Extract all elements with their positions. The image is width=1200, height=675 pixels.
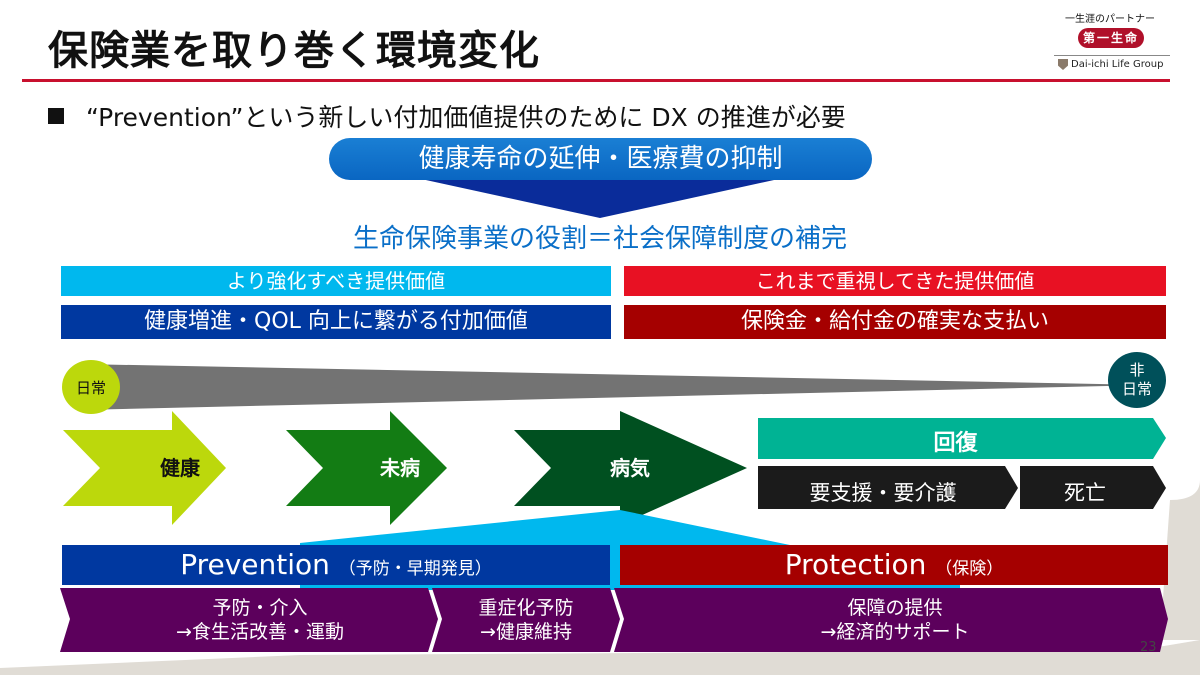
value-header-strengthen: より強化すべき提供価値 bbox=[61, 266, 611, 296]
page-title: 保険業を取り巻く環境変化 bbox=[48, 28, 540, 74]
service-prevention-line2: →食生活改善・運動 bbox=[176, 621, 344, 643]
prevention-sub: （予防・早期発見） bbox=[338, 559, 492, 579]
service-severity-line1: 重症化予防 bbox=[478, 597, 574, 619]
outcome-care: 要支援・要介護 bbox=[809, 481, 957, 505]
goal-pill: 健康寿命の延伸・医療費の抑制 bbox=[329, 138, 872, 180]
logo-divider bbox=[1054, 55, 1170, 56]
logo-group-text: Dai-ichi Life Group bbox=[1071, 59, 1164, 70]
logo-group: Dai-ichi Life Group bbox=[1058, 59, 1163, 70]
protection-label: Protection bbox=[784, 548, 927, 581]
spectrum-start-label: 日常 bbox=[75, 378, 106, 397]
prevention-label: Prevention bbox=[180, 548, 330, 581]
value-header-traditional: これまで重視してきた提供価値 bbox=[624, 266, 1166, 296]
service-chevron-severity bbox=[432, 588, 620, 652]
stage-label-healthy: 健康 bbox=[160, 456, 200, 480]
prevention-bar: Prevention （予防・早期発見） bbox=[62, 545, 610, 585]
logo-badge: 第一生命 bbox=[1078, 28, 1144, 48]
outcome-recovery: 回復 bbox=[933, 431, 978, 456]
stage-arrows bbox=[63, 411, 747, 525]
protection-bar: Protection （保険） bbox=[620, 545, 1168, 585]
death-chevron bbox=[1020, 466, 1166, 509]
spectrum-end-label-1: 非 bbox=[1129, 361, 1145, 379]
spectrum-start-circle: 日常 bbox=[62, 360, 120, 414]
goal-arrow bbox=[380, 170, 820, 218]
page-number: 23 bbox=[1140, 640, 1157, 655]
service-chevrons bbox=[60, 588, 1168, 652]
protection-sub: （保険） bbox=[935, 559, 1004, 579]
service-prevention-line1: 予防・介入 bbox=[212, 597, 308, 619]
outcome-shapes bbox=[758, 418, 1166, 509]
logo-tagline: 一生涯のパートナー bbox=[1065, 14, 1155, 25]
service-chevron-protection bbox=[614, 588, 1168, 652]
shield-icon bbox=[1058, 59, 1068, 70]
service-prevention: 予防・介入 →食生活改善・運動 bbox=[100, 596, 420, 644]
service-chevron-prevention bbox=[60, 588, 438, 652]
recovery-chevron bbox=[758, 418, 1166, 459]
spectrum-end-label-2: 日常 bbox=[1121, 380, 1152, 398]
care-chevron bbox=[758, 466, 1018, 509]
service-protection: 保障の提供 →経済的サポート bbox=[640, 596, 1150, 644]
spectrum-end-circle: 非 日常 bbox=[1108, 352, 1166, 408]
stage-arrow-illness bbox=[514, 411, 747, 525]
bullet-text: “Prevention”という新しい付加価値提供のために DX の推進が必要 bbox=[86, 103, 846, 132]
outcome-death: 死亡 bbox=[1064, 481, 1106, 505]
spectrum-wedge bbox=[80, 364, 1150, 410]
service-protection-line1: 保障の提供 bbox=[847, 597, 943, 619]
service-protection-line2: →経済的サポート bbox=[820, 621, 970, 643]
value-body-traditional: 保険金・給付金の確実な支払い bbox=[624, 305, 1166, 339]
stage-arrow-healthy bbox=[63, 411, 226, 525]
service-severity: 重症化予防 →健康維持 bbox=[446, 596, 606, 644]
stage-arrow-presymptomatic bbox=[286, 411, 447, 525]
bullet-point: “Prevention”という新しい付加価値提供のために DX の推進が必要 bbox=[48, 98, 846, 134]
stage-label-illness: 病気 bbox=[610, 456, 650, 480]
service-severity-line2: →健康維持 bbox=[480, 621, 572, 643]
square-bullet-icon bbox=[48, 108, 64, 124]
value-body-strengthen: 健康増進・QOL 向上に繋がる付加価値 bbox=[61, 305, 611, 339]
role-statement: 生命保険事業の役割＝社会保障制度の補完 bbox=[352, 224, 847, 254]
title-divider bbox=[22, 79, 1170, 82]
stage-label-presymptomatic: 未病 bbox=[380, 456, 420, 480]
